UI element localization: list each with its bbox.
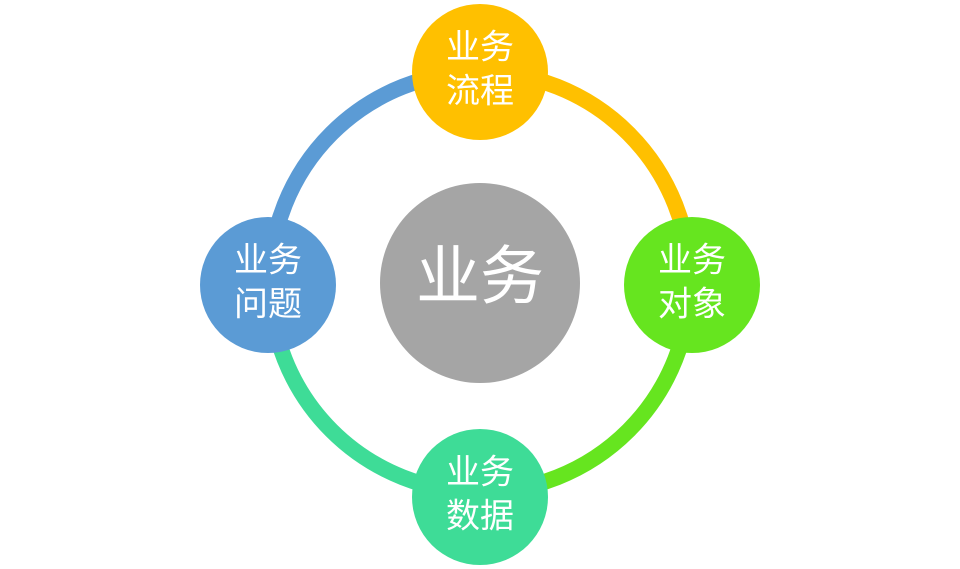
node-business-data: 业务 数据 <box>412 429 548 565</box>
node-business-object-label-line1: 业务 <box>658 241 726 281</box>
center-circle <box>380 183 580 383</box>
center-node: 业务 <box>380 183 580 383</box>
node-business-problem-label-line2: 问题 <box>234 285 302 325</box>
center-label: 业务 <box>416 241 544 315</box>
node-business-problem: 业务 问题 <box>200 217 336 353</box>
node-business-process-circle <box>412 4 548 140</box>
node-business-problem-circle <box>200 217 336 353</box>
node-business-process: 业务 流程 <box>412 4 548 140</box>
node-business-object: 业务 对象 <box>624 217 760 353</box>
node-business-data-label-line2: 数据 <box>446 497 514 537</box>
node-business-process-label-line1: 业务 <box>446 28 514 68</box>
node-business-data-circle <box>412 429 548 565</box>
node-business-object-label-line2: 对象 <box>658 285 726 325</box>
node-business-problem-label-line1: 业务 <box>234 241 302 281</box>
node-business-data-label-line1: 业务 <box>446 453 514 493</box>
node-business-process-label-line2: 流程 <box>446 72 514 112</box>
node-business-object-circle <box>624 217 760 353</box>
